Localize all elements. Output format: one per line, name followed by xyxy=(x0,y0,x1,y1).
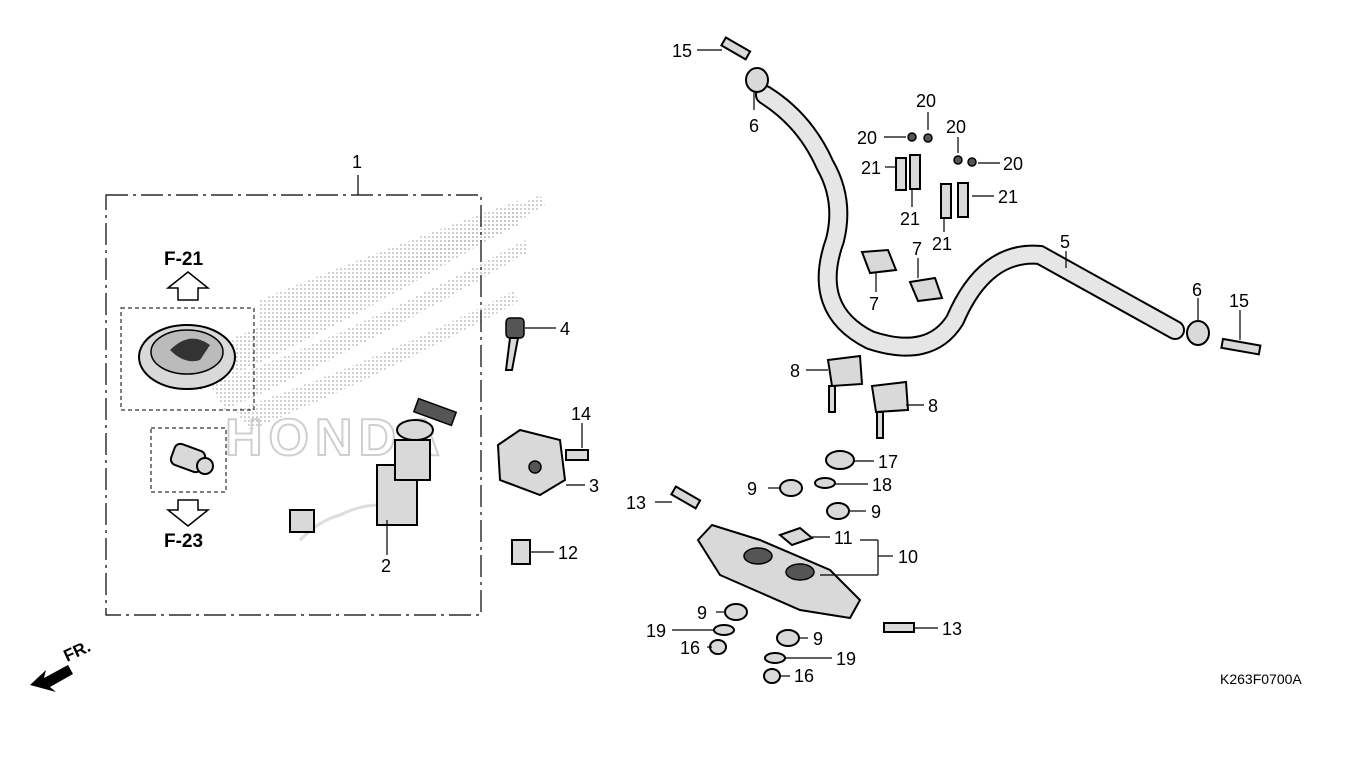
nut-17 xyxy=(825,450,855,470)
callout-5[interactable]: 5 xyxy=(1060,232,1070,252)
callout-20-right[interactable]: 20 xyxy=(1003,154,1023,174)
callout-3[interactable]: 3 xyxy=(589,476,599,496)
handle-lock xyxy=(496,428,567,497)
washers-20 xyxy=(907,132,977,167)
callout-4[interactable]: 4 xyxy=(560,319,570,339)
callout-20-left[interactable]: 20 xyxy=(857,128,877,148)
callout-16-right[interactable]: 16 xyxy=(794,666,814,686)
honda-wing-watermark: HONDA xyxy=(180,195,545,468)
callouts: 1 2 3 4 5 6 6 7 7 8 8 9 9 9 9 10 11 12 1… xyxy=(352,41,1249,686)
bolts-21 xyxy=(895,154,969,219)
ref-lower[interactable]: F-23 xyxy=(164,531,203,552)
upper-holder-left xyxy=(860,248,898,275)
callout-12[interactable]: 12 xyxy=(558,543,578,563)
screw-15-left xyxy=(720,36,752,61)
front-direction-label: FR. xyxy=(61,637,94,666)
washer-18 xyxy=(814,477,836,489)
callout-14[interactable]: 14 xyxy=(571,404,591,424)
callout-21-d[interactable]: 21 xyxy=(998,187,1018,207)
callout-15-left[interactable]: 15 xyxy=(672,41,692,61)
callout-18[interactable]: 18 xyxy=(872,475,892,495)
bar-end-weight-left xyxy=(745,67,769,93)
key-set-box xyxy=(105,175,482,616)
plate-11 xyxy=(778,526,814,547)
ignition-switch xyxy=(289,397,458,542)
diagram-code: K263F0700A xyxy=(1220,671,1302,687)
callout-19-left[interactable]: 19 xyxy=(646,621,666,641)
bolt-13-right xyxy=(883,622,915,633)
callout-7-left[interactable]: 7 xyxy=(869,294,879,314)
callout-9-a[interactable]: 9 xyxy=(747,479,757,499)
callout-7-right[interactable]: 7 xyxy=(912,239,922,259)
callout-20-top[interactable]: 20 xyxy=(916,91,936,111)
callout-20-mid[interactable]: 20 xyxy=(946,117,966,137)
upper-holder-right xyxy=(908,276,944,303)
callout-13-left[interactable]: 13 xyxy=(626,493,646,513)
bolt-13-left xyxy=(670,485,702,510)
screw-14 xyxy=(565,449,589,461)
callout-6-left[interactable]: 6 xyxy=(749,116,759,136)
callout-16-left[interactable]: 16 xyxy=(680,638,700,658)
screw-15-right xyxy=(1220,337,1262,356)
lower-holder-right xyxy=(870,380,910,439)
callout-9-c[interactable]: 9 xyxy=(697,603,707,623)
callout-9-b[interactable]: 9 xyxy=(871,502,881,522)
fuel-cap-lock xyxy=(138,324,236,390)
callout-2[interactable]: 2 xyxy=(381,556,391,576)
bolt-12 xyxy=(511,539,531,565)
callout-17[interactable]: 17 xyxy=(878,452,898,472)
callout-8-left[interactable]: 8 xyxy=(790,361,800,381)
callout-21-c[interactable]: 21 xyxy=(932,234,952,254)
callout-1[interactable]: 1 xyxy=(352,152,362,172)
lower-holder-left xyxy=(826,354,864,413)
ref-upper[interactable]: F-21 xyxy=(164,249,204,270)
callout-19-right[interactable]: 19 xyxy=(836,649,856,669)
callout-6-right[interactable]: 6 xyxy=(1192,280,1202,300)
callout-21-b[interactable]: 21 xyxy=(900,209,920,229)
callout-8-right[interactable]: 8 xyxy=(928,396,938,416)
seat-lock-cylinder xyxy=(169,442,214,475)
callout-10[interactable]: 10 xyxy=(898,547,918,567)
callout-11[interactable]: 11 xyxy=(834,528,853,548)
callout-21-a[interactable]: 21 xyxy=(861,158,881,178)
ref-arrow-down xyxy=(165,499,211,527)
bar-end-weight-right xyxy=(1186,320,1210,346)
callout-13-right[interactable]: 13 xyxy=(942,619,962,639)
handlebar xyxy=(755,85,1185,357)
callout-15-right[interactable]: 15 xyxy=(1229,291,1249,311)
ref-arrow-up xyxy=(165,271,211,301)
rubbers-9 xyxy=(724,479,850,647)
leader-lines xyxy=(386,49,1241,677)
key-blank xyxy=(504,317,525,371)
top-bridge xyxy=(696,523,862,620)
front-direction-arrow xyxy=(30,665,73,692)
callout-9-d[interactable]: 9 xyxy=(813,629,823,649)
